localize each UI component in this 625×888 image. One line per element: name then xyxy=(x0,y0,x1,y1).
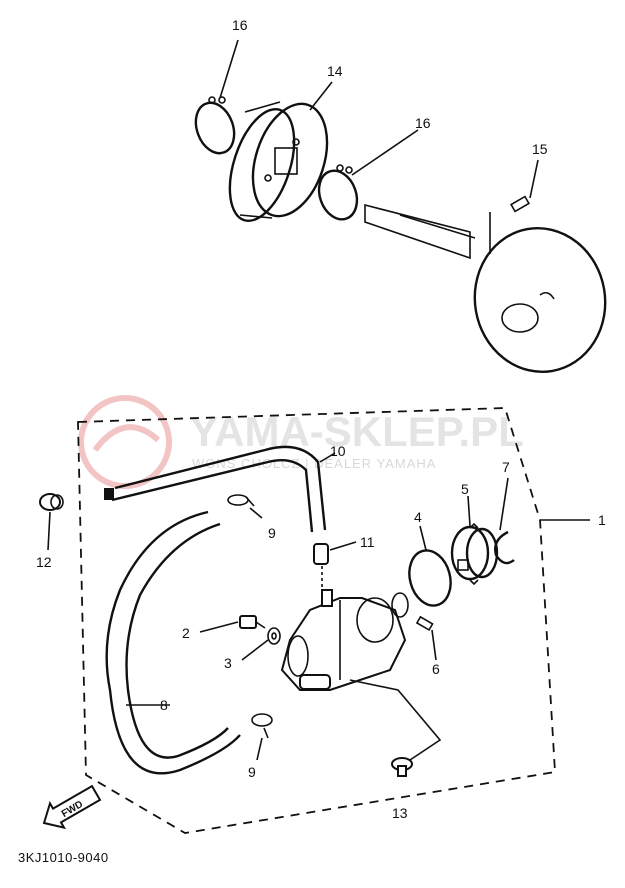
callout-12: 12 xyxy=(36,554,52,570)
diagram-code: 3KJ1010-9040 xyxy=(18,850,109,865)
screw-2 xyxy=(239,615,266,629)
leader-lines xyxy=(47,39,590,761)
callout-5: 5 xyxy=(461,481,469,497)
callouts: 16 14 16 15 1 7 5 4 10 11 9 2 3 6 8 9 12… xyxy=(36,17,606,821)
watermark: YAMA-SKLEP.PL WONS CHOLCZ | DEALER YAMAH… xyxy=(78,395,524,489)
callout-10: 10 xyxy=(330,443,346,459)
callout-4: 4 xyxy=(414,509,422,525)
pin xyxy=(509,195,531,213)
watermark-logo-swoosh xyxy=(92,424,161,452)
callout-2: 2 xyxy=(182,625,190,641)
callout-16a: 16 xyxy=(232,17,248,33)
callout-6: 6 xyxy=(432,661,440,677)
callout-16b: 16 xyxy=(415,115,431,131)
callout-8: 8 xyxy=(160,697,168,713)
circlip-left xyxy=(194,96,236,155)
watermark-tagline: WONS CHOLCZ | DEALER YAMAHA xyxy=(192,456,436,471)
gear xyxy=(450,522,499,586)
callout-15: 15 xyxy=(532,141,548,157)
assembly-boundary xyxy=(77,407,556,834)
callout-9b: 9 xyxy=(248,764,256,780)
callout-14: 14 xyxy=(327,63,343,79)
callout-7: 7 xyxy=(502,459,510,475)
hose-upper xyxy=(104,445,327,533)
hose-lower xyxy=(105,510,241,775)
callout-11: 11 xyxy=(360,534,375,550)
callout-1: 1 xyxy=(598,512,606,528)
oil-pump-body xyxy=(280,589,409,691)
callout-9a: 9 xyxy=(268,525,276,541)
pulley xyxy=(228,101,329,223)
fwd-arrow-icon: FWD xyxy=(42,784,102,830)
circlip-right xyxy=(317,164,359,221)
screw-13 xyxy=(391,757,413,777)
callout-3: 3 xyxy=(224,655,232,671)
washer-3 xyxy=(267,627,281,645)
pin-6 xyxy=(415,615,434,632)
shaft-gear xyxy=(364,203,607,373)
cap xyxy=(39,493,64,511)
watermark-brand: YAMA-SKLEP.PL xyxy=(190,408,524,455)
clip-upper xyxy=(227,494,255,507)
callout-13: 13 xyxy=(392,805,408,821)
clip-lower xyxy=(251,713,273,739)
o-ring xyxy=(408,549,452,607)
circlip-7 xyxy=(494,530,515,565)
